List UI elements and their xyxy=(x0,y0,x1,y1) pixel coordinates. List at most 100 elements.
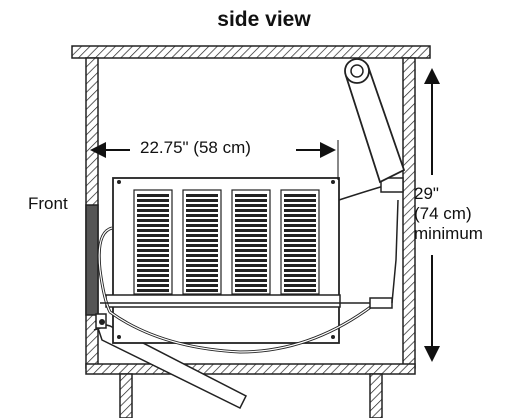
louver-slat xyxy=(284,234,316,237)
louver-slat xyxy=(235,239,267,242)
louver-slat xyxy=(186,269,218,272)
louver-slat xyxy=(284,214,316,217)
front-panel xyxy=(85,204,99,316)
louver-slat xyxy=(137,244,169,247)
louver-slat xyxy=(186,284,218,287)
louver-slat xyxy=(284,264,316,267)
louver-slat xyxy=(186,204,218,207)
base-right-leg xyxy=(369,373,383,418)
width-dimension-label: 22.75" (58 cm) xyxy=(140,138,251,157)
louver-slat xyxy=(137,254,169,257)
louver-slat xyxy=(235,244,267,247)
louver-slat xyxy=(235,209,267,212)
louver-slat xyxy=(186,224,218,227)
ice-machine xyxy=(105,177,341,344)
louver-slat xyxy=(186,279,218,282)
louver-slat xyxy=(186,199,218,202)
louver-slat xyxy=(137,274,169,277)
louver-slat xyxy=(137,249,169,252)
machine-base xyxy=(105,294,341,308)
louver-slat xyxy=(186,249,218,252)
louver-slat xyxy=(186,234,218,237)
louver-slat xyxy=(137,264,169,267)
louver-slat xyxy=(284,204,316,207)
louver-slat xyxy=(235,229,267,232)
louver-slat xyxy=(137,199,169,202)
louver-slat xyxy=(235,279,267,282)
louver-slat xyxy=(235,289,267,292)
louver-slat xyxy=(137,194,169,197)
louver-slat xyxy=(284,219,316,222)
cabinet-top xyxy=(71,45,431,59)
height-dimension-note: minimum xyxy=(414,224,483,243)
louver-slat xyxy=(235,284,267,287)
louver-slat xyxy=(186,264,218,267)
louver-slat xyxy=(186,239,218,242)
louver-slat xyxy=(284,244,316,247)
louver-slat xyxy=(137,289,169,292)
base-left-leg xyxy=(119,373,133,418)
louver-panels xyxy=(133,189,320,295)
diagram-title: side view xyxy=(217,8,311,31)
louver-slat xyxy=(137,229,169,232)
louver-slat xyxy=(186,254,218,257)
louver-slat xyxy=(235,199,267,202)
base xyxy=(119,373,383,418)
louver-slat xyxy=(284,229,316,232)
louver-slat xyxy=(186,219,218,222)
louver-slat xyxy=(186,274,218,277)
louver-slat xyxy=(235,204,267,207)
louver-slat xyxy=(235,234,267,237)
louver-slat xyxy=(137,279,169,282)
louver-slat xyxy=(186,209,218,212)
cabinet xyxy=(71,45,431,375)
louver-slat xyxy=(235,264,267,267)
louver-slat xyxy=(235,224,267,227)
louver-slat xyxy=(284,254,316,257)
louver-slat xyxy=(284,249,316,252)
louver-slat xyxy=(137,284,169,287)
louver-slat xyxy=(284,199,316,202)
louver-slat xyxy=(235,194,267,197)
louver-slat xyxy=(284,274,316,277)
louver-slat xyxy=(284,284,316,287)
louver-slat xyxy=(235,259,267,262)
louver-slat xyxy=(137,269,169,272)
louver-slat xyxy=(137,214,169,217)
louver-slat xyxy=(186,289,218,292)
cabinet-floor xyxy=(85,363,416,375)
louver-slat xyxy=(235,219,267,222)
louver-slat xyxy=(284,194,316,197)
louver-slat xyxy=(137,234,169,237)
vent-pipe xyxy=(344,58,406,184)
louver-slat xyxy=(235,214,267,217)
louver-slat xyxy=(235,269,267,272)
louver-slat xyxy=(186,229,218,232)
louver-slat xyxy=(284,209,316,212)
front-label: Front xyxy=(28,194,68,213)
louver-slat xyxy=(284,224,316,227)
height-dimension-inches: 29" xyxy=(414,184,439,203)
water-line xyxy=(95,177,404,354)
louver-slat xyxy=(137,219,169,222)
louver-slat xyxy=(186,194,218,197)
louver-slat xyxy=(186,214,218,217)
louver-slat xyxy=(235,249,267,252)
louver-slat xyxy=(235,254,267,257)
width-dimension-arrows xyxy=(90,140,339,180)
louver-slat xyxy=(284,269,316,272)
louver-slat xyxy=(186,259,218,262)
louver-slat xyxy=(137,239,169,242)
louver-slat xyxy=(137,204,169,207)
height-dimension-cm: (74 cm) xyxy=(414,204,472,223)
louver-slat xyxy=(137,224,169,227)
louver-slat xyxy=(186,244,218,247)
louver-slat xyxy=(284,239,316,242)
louver-slat xyxy=(284,289,316,292)
louver-slat xyxy=(284,259,316,262)
louver-slat xyxy=(235,274,267,277)
louver-slat xyxy=(284,279,316,282)
louver-slat xyxy=(137,259,169,262)
louver-slat xyxy=(137,209,169,212)
